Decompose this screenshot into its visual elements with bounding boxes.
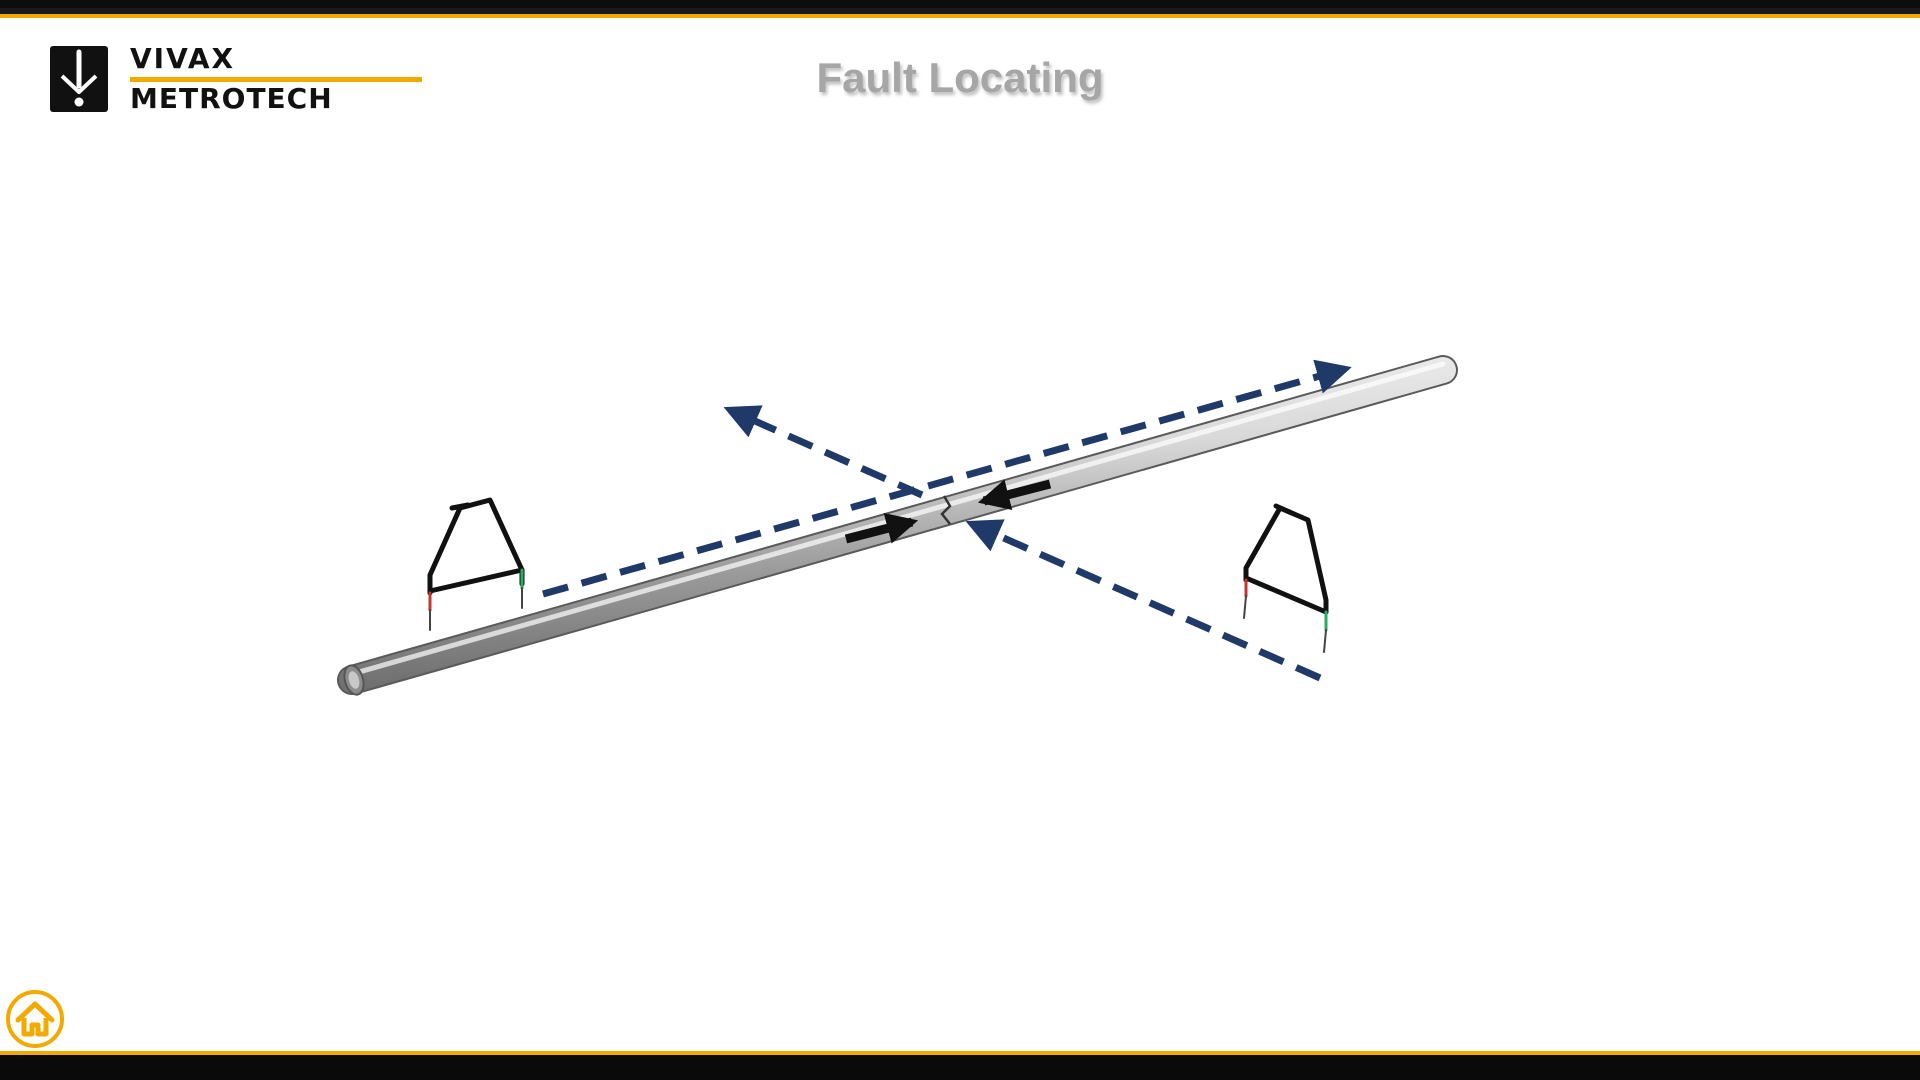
field-arrow-lower-right	[972, 524, 1320, 678]
field-arrow-upper-left	[730, 410, 922, 495]
bottom-bar	[0, 1051, 1920, 1080]
a-frame-right	[1244, 506, 1326, 652]
home-icon	[6, 990, 64, 1048]
home-button[interactable]	[6, 990, 64, 1048]
a-frame-left	[430, 500, 522, 630]
field-arrow-left-to-right	[543, 369, 1345, 594]
